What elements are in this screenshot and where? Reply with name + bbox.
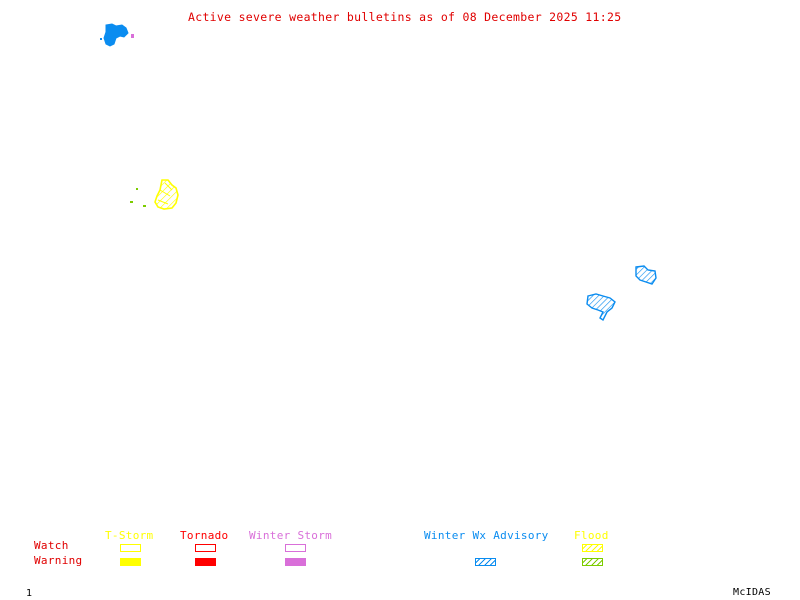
advisory-area-northwest: [100, 23, 129, 47]
flood-spot: [136, 188, 138, 190]
winter-storm-area-northwest: [131, 34, 134, 38]
legend-label-winter-storm: Winter Storm: [249, 529, 333, 542]
bulletin-title: Active severe weather bulletins as of 08…: [188, 10, 622, 24]
legend-row-label-warning: Warning: [34, 554, 83, 567]
advisory-area-east-2: [586, 293, 616, 322]
legend-box-winter-storm-watch: [285, 544, 306, 552]
legend-label-tstorm: T-Storm: [105, 529, 154, 542]
frame-number: 1: [26, 588, 33, 599]
legend-box-tstorm-watch: [120, 544, 141, 552]
advisory-area-east-1: [635, 265, 657, 285]
flood-warning-spots-west: [130, 188, 146, 207]
legend-box-flood-watch: [582, 544, 603, 552]
legend-label-winter-wx-advisory: Winter Wx Advisory: [424, 529, 549, 542]
legend-box-winter-storm-warning: [285, 558, 306, 566]
flood-spot: [130, 201, 133, 203]
flood-spot: [143, 205, 146, 207]
legend-box-winter-wx-advisory: [475, 558, 496, 566]
legend-label-tornado: Tornado: [180, 529, 229, 542]
legend-row-label-watch: Watch: [34, 539, 69, 552]
legend-box-tornado-warning: [195, 558, 216, 566]
legend-box-tstorm-warning: [120, 558, 141, 566]
tstorm-watch-area-west: [154, 179, 179, 210]
legend-box-flood-warning: [582, 558, 603, 566]
legend-label-flood: Flood: [574, 529, 609, 542]
legend-box-tornado-watch: [195, 544, 216, 552]
mcidas-brand: McIDAS: [733, 587, 771, 598]
advisory-spot: [100, 38, 102, 40]
